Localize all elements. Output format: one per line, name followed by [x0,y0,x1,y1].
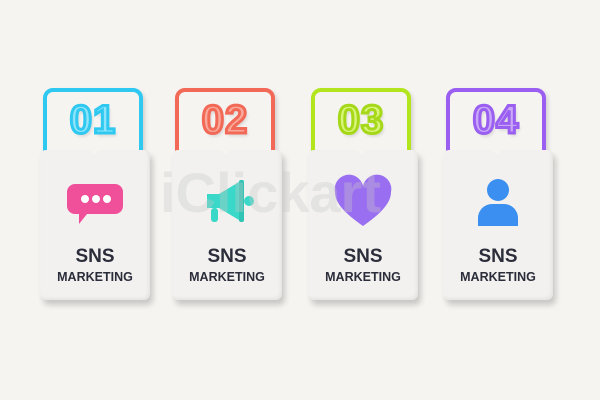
step-number: 04 [471,97,520,144]
card-subtitle: MARKETING [325,270,401,284]
card-title: SNS [207,246,247,267]
person-icon [478,179,518,226]
step-number: 02 [200,97,249,144]
card-title: SNS [75,246,115,267]
chat-bubble-icon [67,184,123,224]
card-subtitle: MARKETING [57,270,133,284]
step-number: 01 [68,97,117,144]
card-title: SNS [478,246,518,267]
step-number: 03 [336,97,385,144]
heart-icon [334,174,392,226]
card: SNS MARKETING [172,149,282,300]
step-card-3: 03 SNS MARKETING [308,86,420,306]
step-card-1: 01 SNS MARKETING [40,86,152,306]
step-card-4: 04 SNS MARKETING [443,86,555,306]
card: SNS MARKETING [443,149,553,300]
step-card-2: 02 SNS MARKETING [172,86,284,306]
card: SNS MARKETING [308,149,418,300]
card-subtitle: MARKETING [189,270,265,284]
card-title: SNS [343,246,383,267]
card-subtitle: MARKETING [460,270,536,284]
card: SNS MARKETING [40,149,150,300]
megaphone-icon [207,180,254,222]
